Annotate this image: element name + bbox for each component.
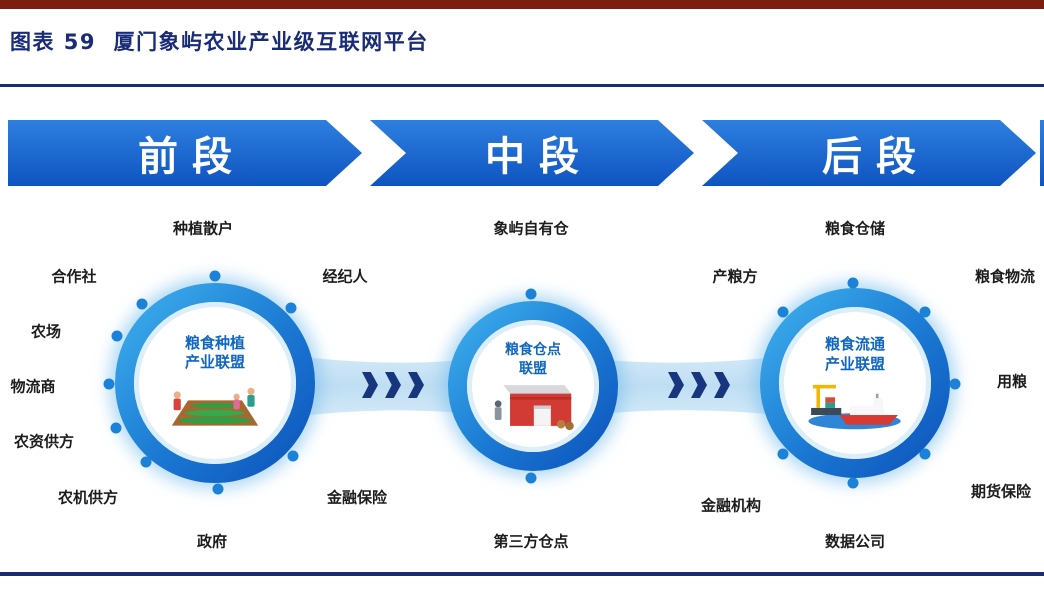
- chevron-right-icon: [691, 372, 707, 398]
- node-dot: [777, 306, 789, 318]
- node-dot: [847, 477, 859, 489]
- chevron-right-icon: [714, 372, 730, 398]
- node-dot: [285, 302, 297, 314]
- alliance-circle-warehouse-inner: 粮食仓点 联盟: [467, 320, 599, 452]
- alliance-circle-planting: 粮食种植 产业联盟: [115, 283, 315, 483]
- chevron-right-icon: [408, 372, 424, 398]
- stage-banner-back: 后段: [702, 120, 1036, 186]
- node-dot: [287, 450, 299, 462]
- node-dot: [919, 448, 931, 460]
- stage-banner-front: 前段: [8, 120, 362, 186]
- node-label: 种植散户: [172, 219, 234, 238]
- node-dot: [919, 306, 931, 318]
- alliance-title-line2: 产业联盟: [824, 354, 885, 373]
- alliance-title: 粮食流通 产业联盟: [825, 335, 885, 374]
- title-divider-line: [0, 84, 1044, 87]
- node-label: 农机供方: [57, 488, 119, 507]
- node-dot: [209, 270, 221, 282]
- top-accent-bar: [0, 0, 1044, 9]
- flow-arrows-left: [362, 372, 424, 398]
- alliance-title-line1: 粮食种植: [184, 333, 245, 352]
- alliance-title: 粮食种植 产业联盟: [185, 334, 245, 373]
- node-dot: [111, 330, 123, 342]
- warehouse-illustration: [494, 384, 574, 430]
- alliance-title-line2: 联盟: [519, 360, 547, 377]
- node-label: 合作社: [51, 267, 97, 286]
- stage-label-back: 后段: [822, 134, 930, 180]
- chevron-right-icon: [362, 372, 378, 398]
- node-label: 农场: [30, 322, 62, 341]
- node-dot: [136, 298, 148, 310]
- stage-label-front: 前段: [138, 134, 246, 180]
- node-label: 期货保险: [970, 482, 1032, 501]
- stage-banner-edge-sliver: [1040, 120, 1044, 186]
- node-dot: [847, 277, 859, 289]
- alliance-circle-circulation-inner: 粮食流通 产业联盟: [779, 307, 931, 459]
- node-label: 农资供方: [13, 432, 75, 451]
- alliance-circle-warehouse: 粮食仓点 联盟: [448, 301, 618, 471]
- node-label: 金融保险: [326, 488, 388, 507]
- node-label: 政府: [196, 532, 228, 551]
- node-label: 金融机构: [700, 496, 762, 515]
- chevron-right-icon: [385, 372, 401, 398]
- chevron-right-icon: [668, 372, 684, 398]
- node-dot: [949, 378, 961, 390]
- node-dot: [140, 456, 152, 468]
- figure-title: 图表 59 厦门象屿农业产业级互联网平台: [10, 30, 429, 54]
- node-dot: [103, 378, 115, 390]
- node-label: 用粮: [996, 372, 1028, 391]
- stage-banner-middle: 中段: [370, 120, 694, 186]
- node-label: 第三方仓点: [493, 532, 569, 551]
- node-label: 粮食物流: [974, 267, 1036, 286]
- alliance-title-line1: 粮食流通: [824, 335, 885, 353]
- alliance-title-line2: 产业联盟: [184, 353, 245, 371]
- bottom-divider-line: [0, 572, 1044, 576]
- stage-label-middle: 中段: [485, 134, 593, 180]
- node-label: 粮食仓储: [824, 219, 886, 238]
- flow-arrows-right: [668, 372, 730, 398]
- node-label: 经纪人: [322, 267, 368, 286]
- farm-field-illustration: [171, 387, 259, 426]
- node-label: 数据公司: [824, 532, 886, 551]
- port-ship-illustration: [808, 384, 901, 430]
- node-label: 物流商: [10, 377, 56, 396]
- node-dot: [110, 422, 122, 434]
- node-dot: [525, 288, 537, 300]
- alliance-title: 粮食仓点 联盟: [505, 341, 561, 377]
- node-dot: [212, 483, 224, 495]
- node-dot: [525, 472, 537, 484]
- node-dot: [777, 448, 789, 460]
- node-label: 产粮方: [712, 267, 758, 286]
- node-label: 象屿自有仓: [493, 219, 569, 238]
- alliance-circle-planting-inner: 粮食种植 产业联盟: [134, 302, 296, 464]
- alliance-title-line1: 粮食仓点: [505, 342, 561, 359]
